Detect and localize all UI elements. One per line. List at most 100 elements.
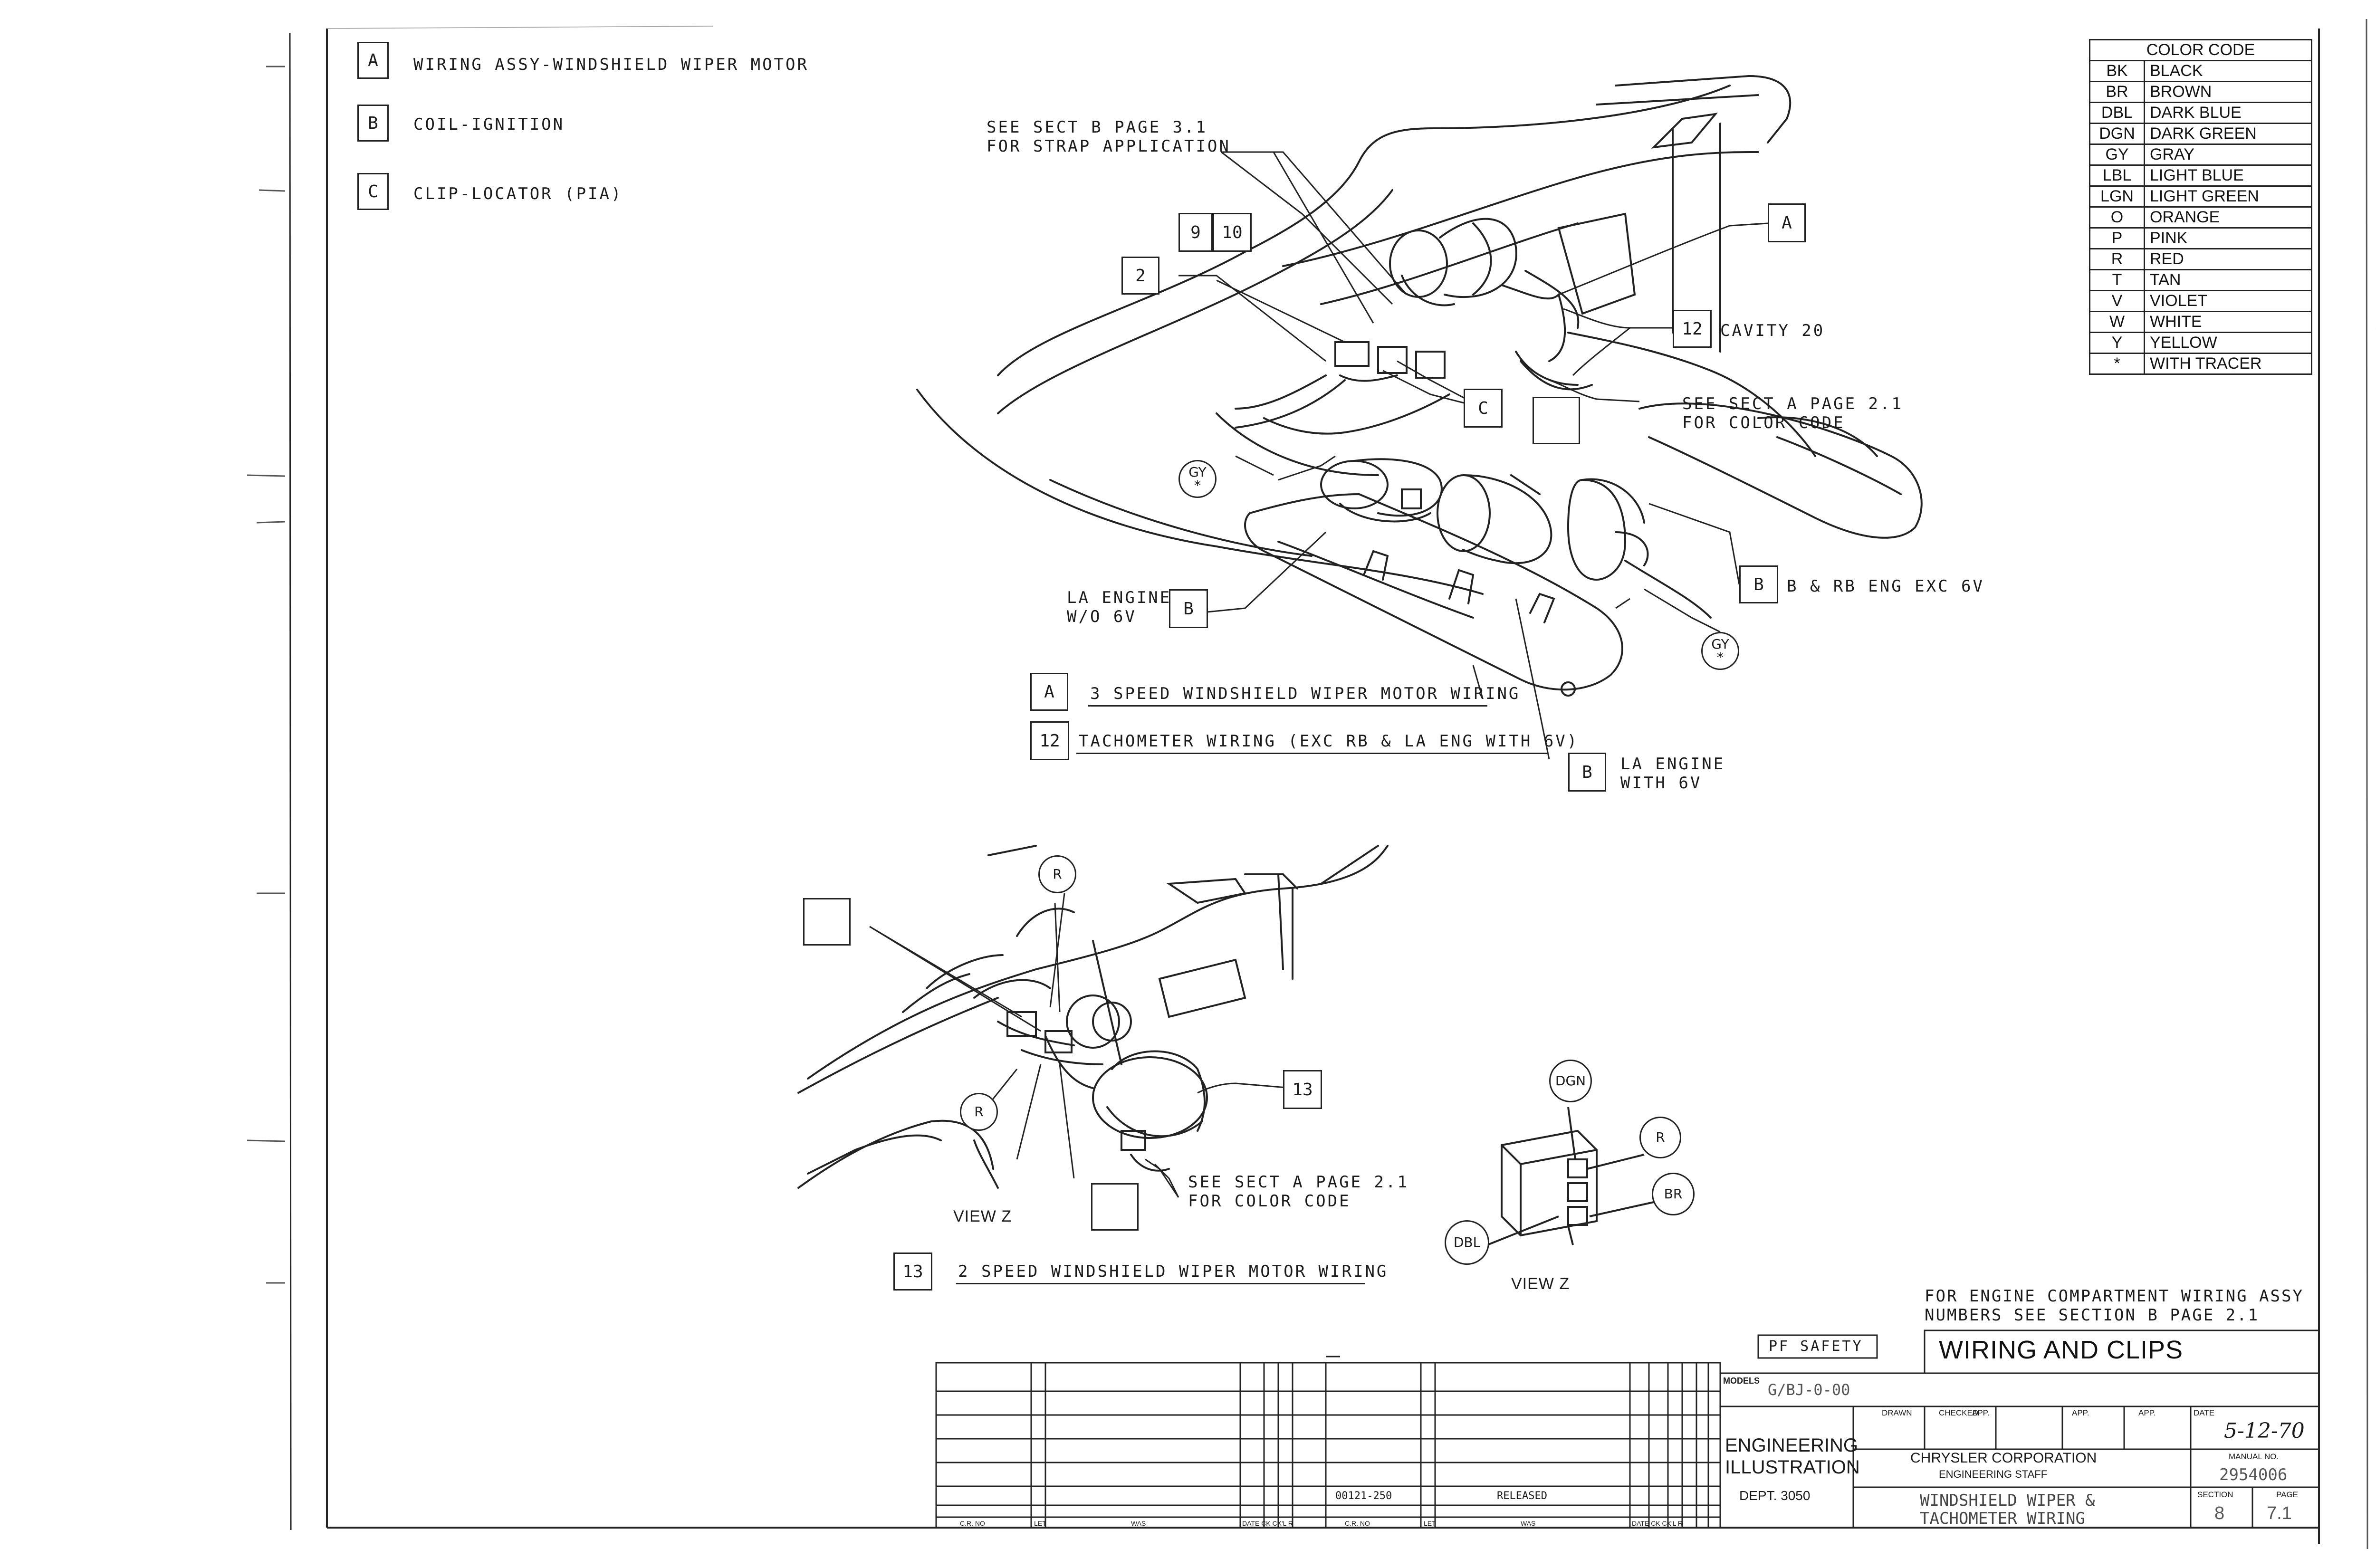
strap-note-line-2: FOR STRAP APPLICATION: [987, 137, 1231, 156]
wire-color-gy-text: GY: [1711, 636, 1729, 652]
checked-label: CHECKED: [1939, 1408, 1979, 1417]
engine-note-line-2: NUMBERS SEE SECTION B PAGE 2.1: [1925, 1306, 2260, 1325]
caption-2-speed-wiper: 2 SPEED WINDSHIELD WIPER MOTOR WIRING: [958, 1262, 1389, 1281]
engineering-staff: ENGINEERING STAFF: [1939, 1468, 2048, 1480]
color-note-upper-line-2: FOR COLOR CODE: [1682, 413, 1845, 432]
legend-key-a: A: [357, 42, 389, 79]
b-rb-engine-label: B & RB ENG EXC 6V: [1787, 577, 1984, 596]
legend-key-c: C: [357, 173, 389, 210]
drawn-label: DRAWN: [1882, 1408, 1912, 1417]
view-z-caption: VIEW Z: [1511, 1275, 1570, 1293]
app-label-2: APP.: [2072, 1408, 2089, 1417]
legend-key-b: B: [357, 105, 389, 142]
models-label: MODELS: [1723, 1376, 1760, 1386]
color-name: VIOLET: [2144, 290, 2312, 312]
dept-line-2: ILLUSTRATION: [1725, 1457, 1860, 1478]
color-code: Y: [2089, 332, 2145, 354]
callout-b-rb: B: [1739, 565, 1778, 603]
color-note-lower-line-1: SEE SECT A PAGE 2.1: [1188, 1173, 1409, 1192]
color-name: LIGHT GREEN: [2144, 185, 2312, 208]
page-label: PAGE: [2276, 1490, 2298, 1499]
section-value: 8: [2214, 1503, 2225, 1523]
wire-color-gy-text: GY: [1188, 464, 1207, 480]
drawing-title: WIRING AND CLIPS: [1939, 1336, 2184, 1364]
description-line-1: WINDSHIELD WIPER &: [1920, 1491, 2095, 1510]
view-z-br: BR: [1652, 1173, 1695, 1215]
models-value: G/BJ-0-00: [1768, 1381, 1850, 1399]
company-name: CHRYSLER CORPORATION: [1910, 1450, 2097, 1466]
color-code: LBL: [2089, 164, 2145, 187]
app-label-1: APP.: [1972, 1408, 1990, 1417]
safety-label: PF SAFETY: [1769, 1338, 1863, 1355]
wire-color-r-bottom: R: [960, 1093, 998, 1131]
color-name: WITH TRACER: [2144, 353, 2312, 375]
callout-13: 13: [1283, 1070, 1322, 1109]
color-code-title: COLOR CODE: [2089, 39, 2312, 61]
revision-col-cr-no: C.R. NO: [960, 1520, 985, 1527]
strap-note-line-1: SEE SECT B PAGE 3.1: [987, 118, 1207, 137]
manual-value: 2954006: [2219, 1465, 2288, 1484]
color-name: ORANGE: [2144, 206, 2312, 229]
connector-symbol-upper: [1533, 397, 1580, 444]
connector-symbol-lower-bottom: [1091, 1183, 1139, 1231]
title-block-grid: [935, 1329, 2320, 1529]
cavity-label: CAVITY 20: [1720, 321, 1825, 340]
revision-col-let: LET: [1034, 1520, 1046, 1527]
view-z-connector: [1487, 1107, 1654, 1246]
color-name: LIGHT BLUE: [2144, 164, 2312, 187]
color-name: DARK BLUE: [2144, 102, 2312, 124]
color-code: O: [2089, 206, 2145, 229]
la-engine-wo-line-1: LA ENGINE: [1067, 588, 1172, 607]
color-code: W: [2089, 311, 2145, 333]
wire-color-gy-right: GY*: [1701, 632, 1739, 670]
color-name: GRAY: [2144, 143, 2312, 166]
revision-number: 00121-250: [1335, 1490, 1392, 1502]
color-code: BR: [2089, 81, 2145, 103]
la-engine-wo-line-2: W/O 6V: [1067, 607, 1137, 626]
app-label-3: APP.: [2138, 1408, 2156, 1417]
callout-10: 10: [1213, 213, 1252, 252]
color-name: YELLOW: [2144, 332, 2312, 354]
callout-9: 9: [1178, 213, 1213, 252]
dept-line-1: ENGINEERING: [1725, 1435, 1859, 1456]
callout-b-la-wo-6v: B: [1169, 589, 1208, 628]
revision-col-cr-no-2: C.R. NO: [1345, 1520, 1370, 1527]
color-code: BK: [2089, 60, 2145, 82]
date-label: DATE: [2194, 1408, 2215, 1417]
view-z-dbl: DBL: [1445, 1220, 1489, 1265]
caption-3-speed-wiper: 3 SPEED WINDSHIELD WIPER MOTOR WIRING: [1090, 684, 1521, 703]
color-name: BLACK: [2144, 60, 2312, 82]
description-line-2: TACHOMETER WIRING: [1920, 1509, 2085, 1528]
revision-col-was-2: WAS: [1521, 1520, 1536, 1527]
la-engine-with-line-1: LA ENGINE: [1620, 755, 1725, 774]
lower-leader-lines: [869, 893, 1293, 1198]
color-code: GY: [2089, 143, 2145, 166]
tracer-mark: *: [1194, 478, 1201, 493]
caption-tachometer-wiring: TACHOMETER WIRING (EXC RB & LA ENG WITH …: [1079, 732, 1579, 751]
caption-underline: [1088, 705, 1487, 707]
lower-illustration: [797, 845, 1389, 1189]
la-engine-with-line-2: WITH 6V: [1620, 774, 1702, 793]
callout-b-la-with-6v: B: [1568, 753, 1606, 792]
revision-status: RELEASED: [1497, 1490, 1547, 1502]
callout-2: 2: [1121, 257, 1159, 295]
caption-underline: [1076, 753, 1547, 754]
callout-a: A: [1768, 203, 1806, 242]
color-code: T: [2089, 269, 2145, 291]
color-name: BROWN: [2144, 81, 2312, 103]
color-note-upper-line-1: SEE SECT A PAGE 2.1: [1682, 394, 1903, 413]
color-name: WHITE: [2144, 311, 2312, 333]
revision-col-date-2: DATE CK CK'L R: [1632, 1520, 1683, 1527]
revision-col-was: WAS: [1131, 1520, 1146, 1527]
